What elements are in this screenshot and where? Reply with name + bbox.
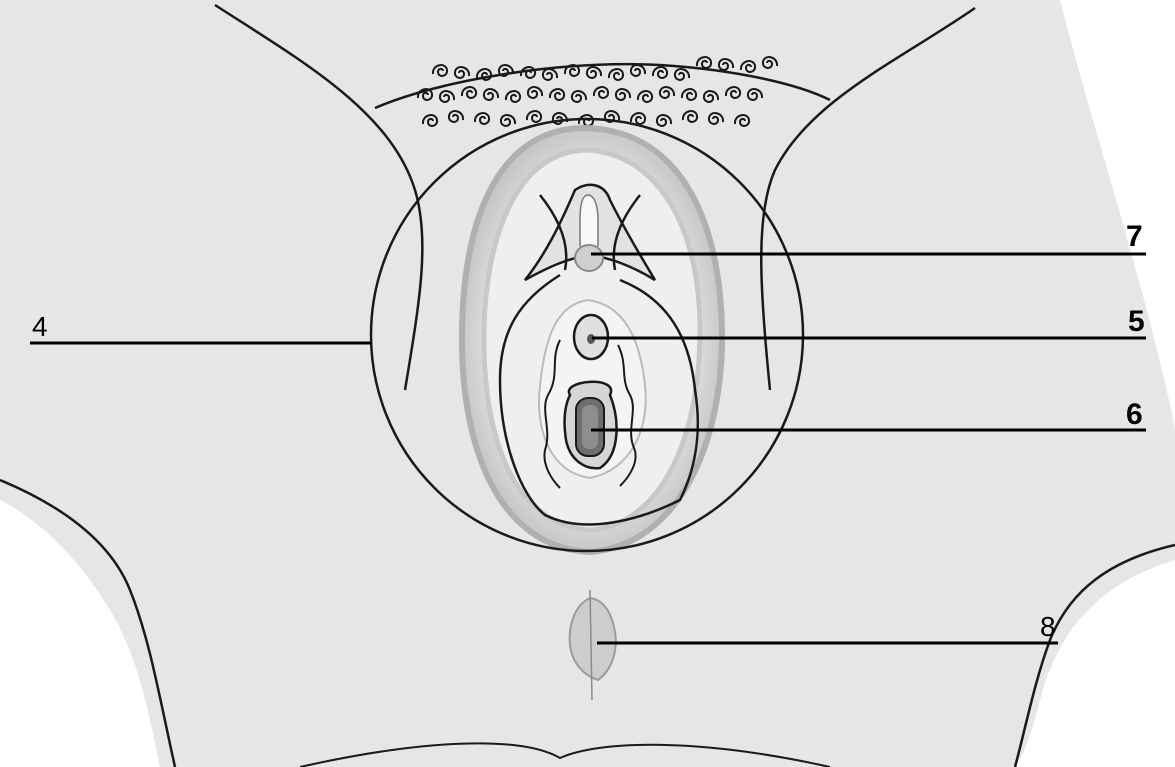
label-6: 6 [1126,398,1143,431]
label-7: 7 [1126,220,1143,253]
label-8: 8 [1040,611,1056,642]
label-5: 5 [1128,305,1145,338]
clitoris [575,245,603,271]
label-4: 4 [32,311,48,342]
hood-inner [580,195,598,250]
vaginal-orifice-inner [582,405,598,449]
